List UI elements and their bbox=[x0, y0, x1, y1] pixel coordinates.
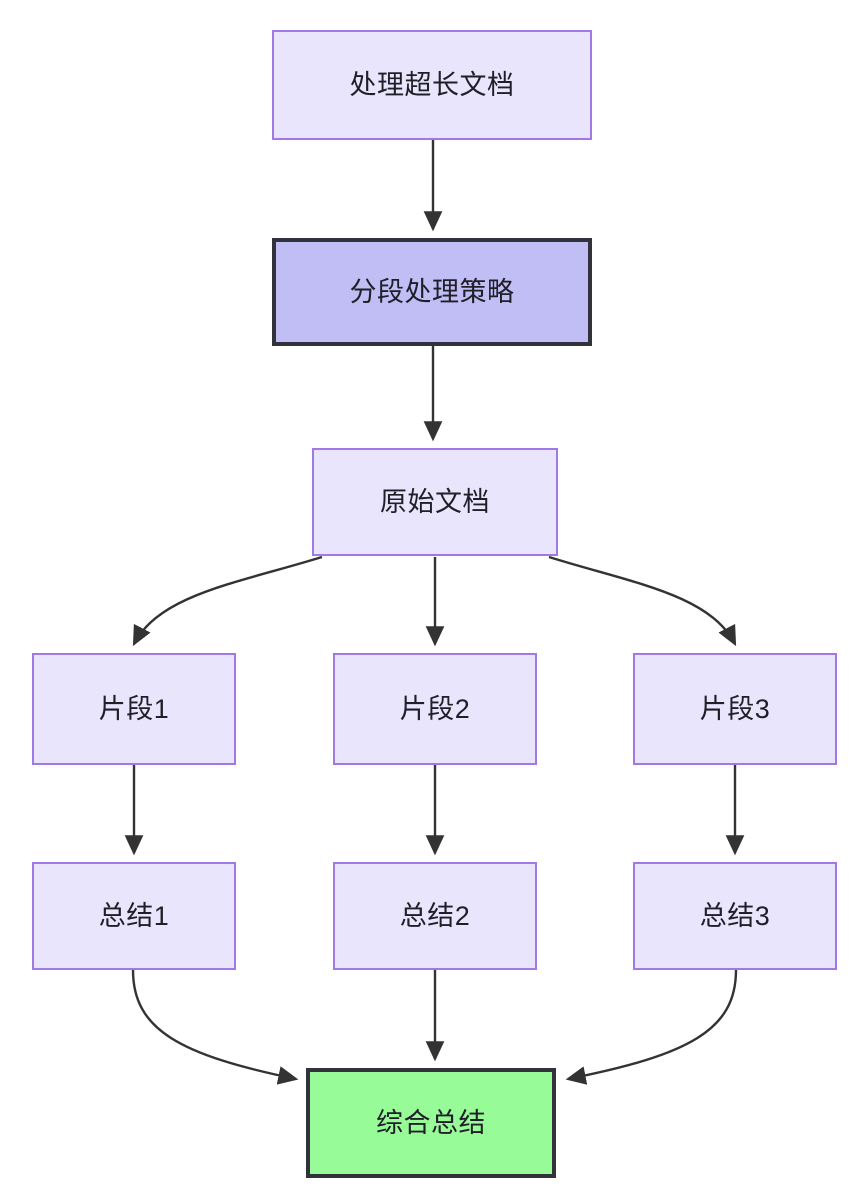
node-chunking-strategy[interactable]: 分段处理策略 bbox=[272, 238, 592, 346]
node-label: 原始文档 bbox=[380, 486, 490, 517]
node-comprehensive-summary[interactable]: 综合总结 bbox=[306, 1068, 556, 1178]
node-label: 片段1 bbox=[98, 693, 170, 724]
edge-n9-n10 bbox=[565, 969, 738, 1085]
edge-n7-n10 bbox=[131, 969, 299, 1085]
node-label: 总结3 bbox=[699, 900, 771, 931]
node-label: 综合总结 bbox=[376, 1107, 486, 1138]
node-label: 片段2 bbox=[399, 693, 471, 724]
node-label: 总结1 bbox=[98, 900, 170, 931]
node-fragment-1[interactable]: 片段1 bbox=[32, 653, 236, 765]
node-original-document[interactable]: 原始文档 bbox=[312, 448, 558, 556]
edge-n3-n6 bbox=[548, 555, 737, 647]
edge-n3-n4 bbox=[132, 555, 323, 647]
node-label: 片段3 bbox=[699, 693, 771, 724]
node-fragment-3[interactable]: 片段3 bbox=[633, 653, 837, 765]
node-summary-2[interactable]: 总结2 bbox=[333, 862, 537, 970]
node-process-long-document[interactable]: 处理超长文档 bbox=[272, 30, 592, 140]
node-fragment-2[interactable]: 片段2 bbox=[333, 653, 537, 765]
node-summary-1[interactable]: 总结1 bbox=[32, 862, 236, 970]
node-summary-3[interactable]: 总结3 bbox=[633, 862, 837, 970]
node-label: 总结2 bbox=[399, 900, 471, 931]
node-label: 处理超长文档 bbox=[349, 69, 515, 100]
node-label: 分段处理策略 bbox=[349, 276, 515, 307]
